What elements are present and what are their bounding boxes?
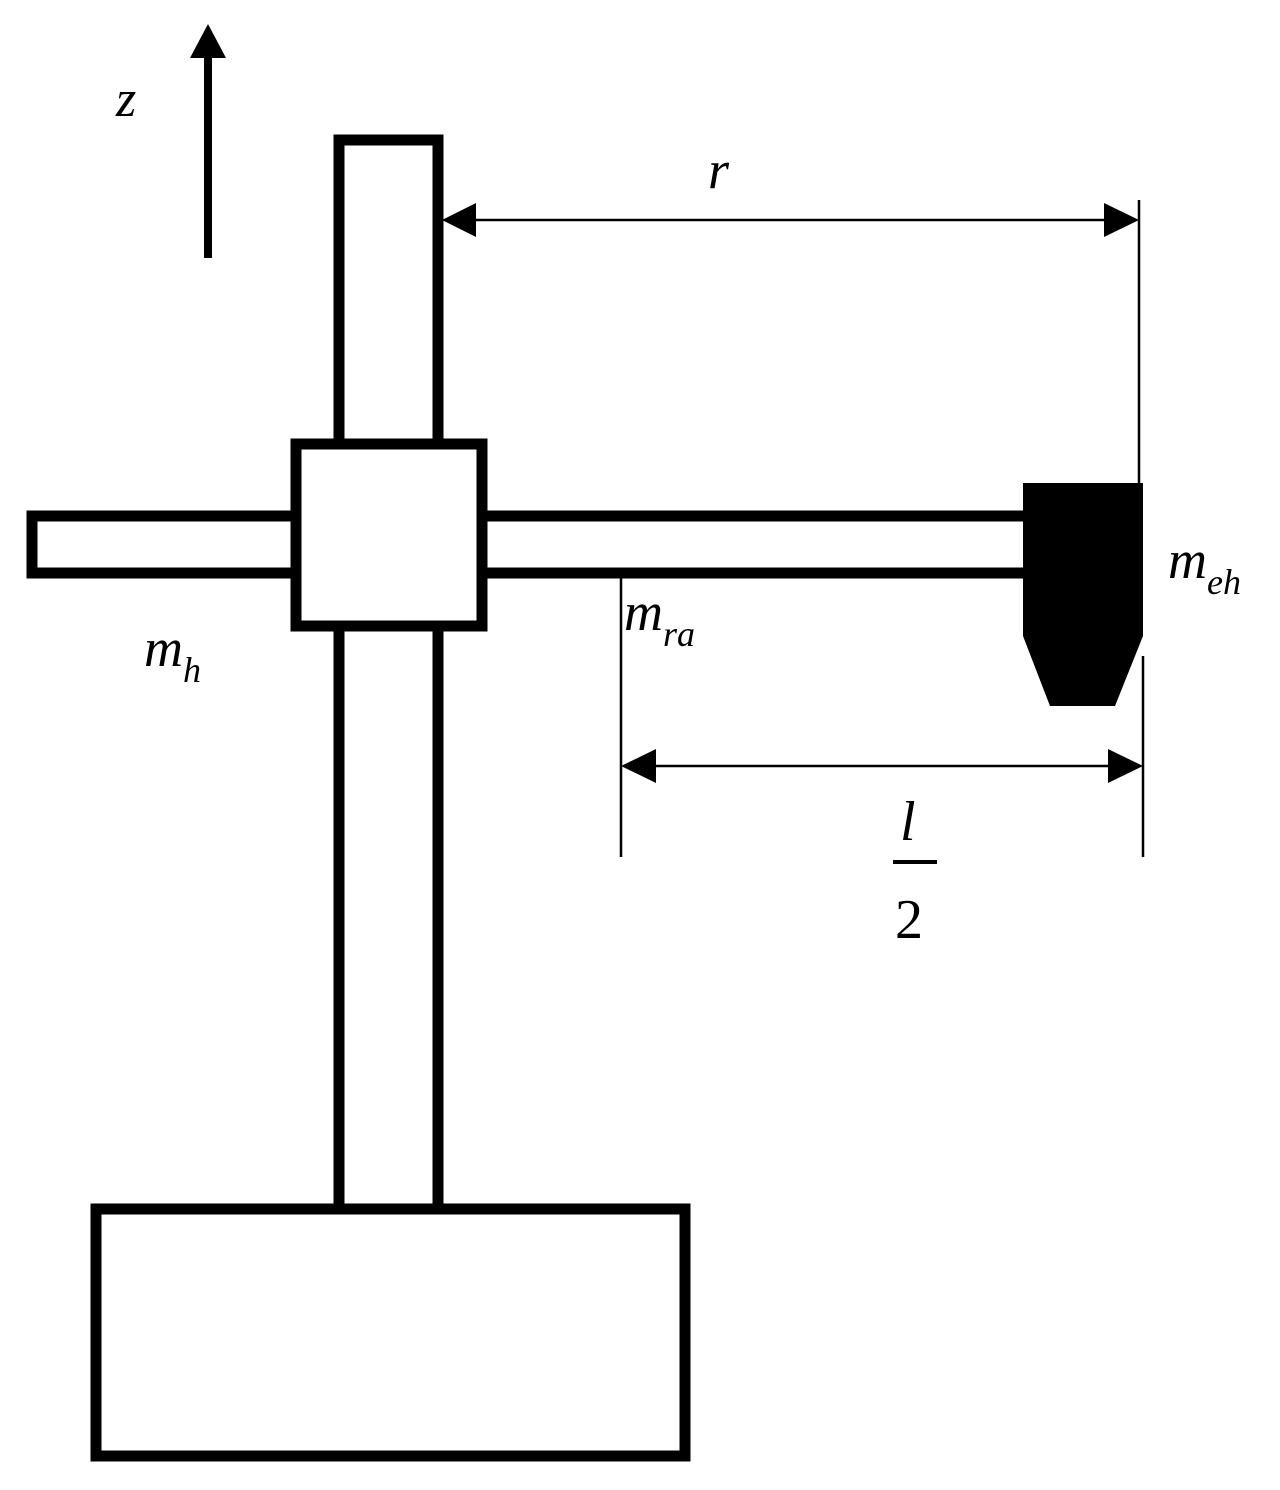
dimension-half-length-right-arrowhead [1108, 749, 1143, 783]
end-effector [1023, 483, 1143, 706]
dimension-half-length-numerator: l [900, 791, 916, 853]
z-axis-label: z [115, 71, 136, 128]
dimension-r-left-arrowhead [442, 203, 476, 237]
dimension-half-length [619, 577, 1145, 857]
hub-block [290, 438, 488, 632]
vertical-column [333, 134, 444, 1216]
dimension-r [442, 200, 1141, 483]
mass-radial-arm-label: mra [624, 582, 695, 654]
dimension-r-label: r [708, 140, 730, 200]
mass-hub-subscript: h [183, 650, 201, 690]
mass-hub-label: mh [144, 618, 201, 690]
z-axis-arrowhead [190, 24, 226, 58]
radial-arm [26, 510, 1044, 579]
mass-radial-arm-subscript: ra [663, 614, 695, 654]
base [90, 1203, 691, 1462]
dimension-r-right-arrowhead [1104, 203, 1139, 237]
mass-end-effector-subscript: eh [1207, 562, 1241, 602]
dimension-half-length-denominator: 2 [895, 889, 923, 951]
mass-hub-symbol: m [144, 618, 183, 678]
mass-end-effector-symbol: m [1168, 530, 1207, 590]
z-axis-arrow [190, 24, 226, 258]
mass-end-effector-label: meh [1168, 530, 1241, 602]
mass-radial-arm-symbol: m [624, 582, 663, 642]
dimension-half-length-left-arrowhead [621, 749, 656, 783]
